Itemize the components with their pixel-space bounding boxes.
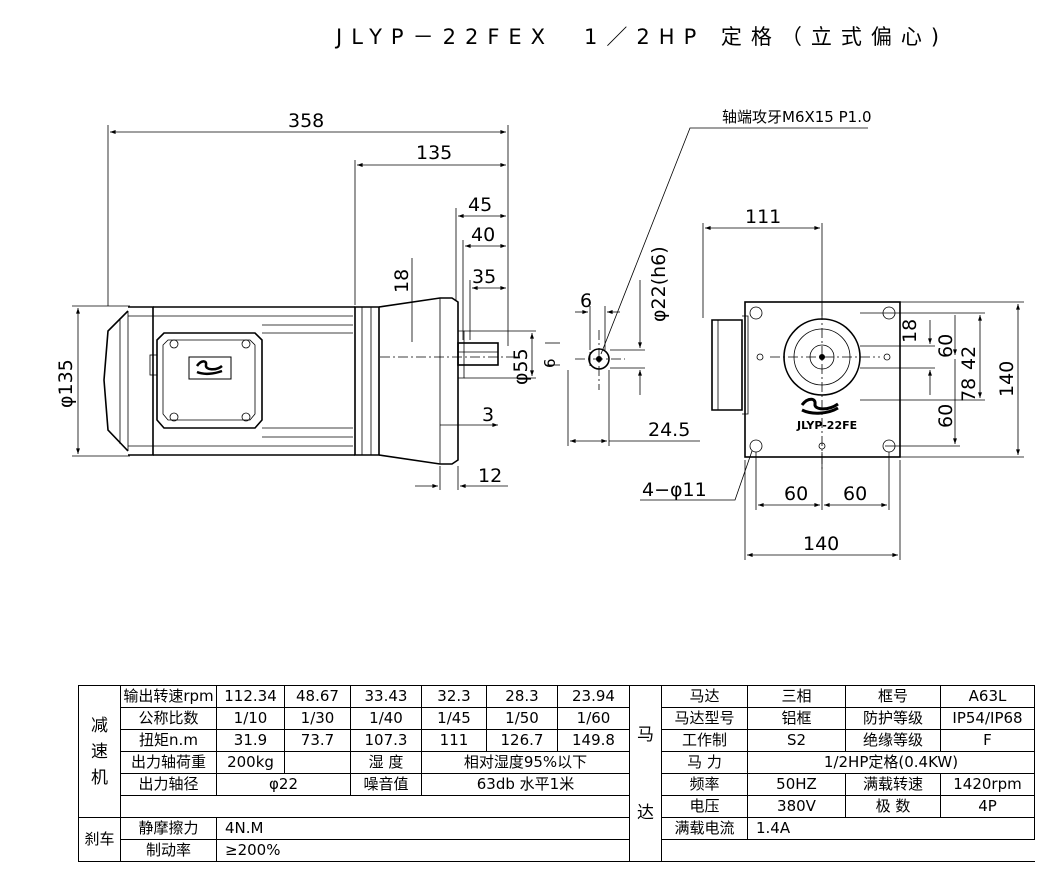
spec-value: 73.7 xyxy=(284,729,351,752)
spec-value: 33.43 xyxy=(350,685,422,708)
dim-135: 135 xyxy=(416,142,452,164)
dim-holes: 4−φ11 xyxy=(642,479,707,501)
spec-label: 制动率 xyxy=(120,839,217,862)
dim-24-5: 24.5 xyxy=(648,419,690,441)
spec-value: 1/45 xyxy=(421,707,487,730)
spec-value: 50HZ xyxy=(747,773,846,796)
spec-label: 输出转速rpm xyxy=(120,685,217,708)
dim-45: 45 xyxy=(468,194,492,216)
spec-value: 1/50 xyxy=(486,707,558,730)
dim-40: 40 xyxy=(471,224,495,246)
spec-value: ≥200% xyxy=(216,839,630,862)
dim-111: 111 xyxy=(745,206,781,228)
dim-3: 3 xyxy=(482,404,494,426)
spec-value: 107.3 xyxy=(350,729,422,752)
spec-value: 4P xyxy=(940,795,1035,818)
spec-value: 149.8 xyxy=(557,729,630,752)
spec-value: 32.3 xyxy=(421,685,487,708)
spec-value: 48.67 xyxy=(284,685,351,708)
brake-group-label: 刹车 xyxy=(78,817,121,862)
side-dimensions: 358 135 45 40 35 18 φ135 φ55 6 3 xyxy=(55,110,560,490)
dim-6-key: 6 xyxy=(580,290,592,312)
spec-value: 1/10 xyxy=(216,707,285,730)
spec-value: 铝框 xyxy=(747,707,846,730)
spec-label: 马 力 xyxy=(661,751,748,774)
spec-label: 满载转速 xyxy=(845,773,941,796)
spec-value: 4N.M xyxy=(216,817,630,840)
spec-label: 出力轴荷重 xyxy=(120,751,217,774)
spec-label: 扭矩n.m xyxy=(120,729,217,752)
dim-140-horizontal: 140 xyxy=(803,533,839,555)
spec-value: 380V xyxy=(747,795,846,818)
spec-label: 满载电流 xyxy=(661,817,748,840)
spec-value: 1/40 xyxy=(350,707,422,730)
spec-label: 出力轴径 xyxy=(120,773,217,796)
spec-value: 相对湿度95%以下 xyxy=(421,751,630,774)
dim-60-lower: 60 xyxy=(935,404,957,428)
dim-60-bottom-left: 60 xyxy=(784,483,808,505)
dim-78: 78 xyxy=(958,378,980,402)
dim-60-bottom-right: 60 xyxy=(843,483,867,505)
spec-value: 111 xyxy=(421,729,487,752)
shaft-end-view: 6 φ22(h6) 24.5 轴端攻牙M6X15 P1.0 xyxy=(567,108,872,446)
spec-label: 马达 xyxy=(661,685,748,708)
dim-140-vertical: 140 xyxy=(996,361,1018,397)
spec-value: 31.9 xyxy=(216,729,285,752)
spec-value: 28.3 xyxy=(486,685,558,708)
spec-label: 频率 xyxy=(661,773,748,796)
spec-value: A63L xyxy=(940,685,1035,708)
dim-60-upper: 60 xyxy=(935,334,957,358)
thread-note: 轴端攻牙M6X15 P1.0 xyxy=(722,108,872,126)
spec-value: F xyxy=(940,729,1035,752)
dim-18-front: 18 xyxy=(899,319,921,343)
spec-value: 1/30 xyxy=(284,707,351,730)
side-view xyxy=(103,297,520,465)
spec-label: 极 数 xyxy=(845,795,941,818)
spec-label: 工作制 xyxy=(661,729,748,752)
spec-value: IP54/IP68 xyxy=(940,707,1035,730)
dim-42: 42 xyxy=(958,346,980,370)
front-view: JLYP-22FE xyxy=(711,301,901,470)
dim-phi55: φ55 xyxy=(510,348,532,385)
dim-6-vertical: 6 xyxy=(541,358,559,368)
dim-358: 358 xyxy=(288,110,324,132)
drawing-title: JLYP－22FEX 1／2HP 定格（立式偏心) xyxy=(334,25,948,49)
spec-label: 公称比数 xyxy=(120,707,217,730)
spec-label: 静摩擦力 xyxy=(120,817,217,840)
nameplate: JLYP-22FE xyxy=(796,419,857,432)
spec-value: 1/2HP定格(0.4KW) xyxy=(747,751,1035,774)
spec-value: 112.34 xyxy=(216,685,285,708)
motor-group-label: 马 达 xyxy=(629,685,662,862)
spec-value: 126.7 xyxy=(486,729,558,752)
spec-value: 63db 水平1米 xyxy=(421,773,630,796)
front-logo-icon xyxy=(800,397,839,415)
spec-value: 1.4A xyxy=(747,817,1035,840)
spec-label: 防护等级 xyxy=(845,707,941,730)
spec-value: 三相 xyxy=(747,685,846,708)
spec-value: 1/60 xyxy=(557,707,630,730)
spec-label: 绝缘等级 xyxy=(845,729,941,752)
dim-phi135: φ135 xyxy=(55,359,77,408)
spec-label: 电压 xyxy=(661,795,748,818)
dim-12: 12 xyxy=(478,465,502,487)
spec-label: 框号 xyxy=(845,685,941,708)
dim-phi22: φ22(h6) xyxy=(648,246,670,322)
brand-logo-icon xyxy=(195,360,223,376)
dim-35: 35 xyxy=(472,266,496,288)
technical-drawing: JLYP－22FEX 1／2HP 定格（立式偏心) xyxy=(55,25,1024,560)
dim-18-side: 18 xyxy=(391,269,413,293)
spec-value: φ22 xyxy=(216,773,351,796)
spec-value: 200kg xyxy=(216,751,285,774)
spec-value: S2 xyxy=(747,729,846,752)
reducer-group-label: 减 速 机 xyxy=(78,685,121,818)
spec-value: 1420rpm xyxy=(940,773,1035,796)
spec-table: 减 速 机 输出转速rpm 112.34 48.67 33.43 32.3 28… xyxy=(78,685,1035,862)
spec-value: 23.94 xyxy=(557,685,630,708)
front-dimensions: 111 140 42 78 60 18 60 60 60 140 xyxy=(640,206,1024,560)
spec-label: 噪音值 xyxy=(350,773,422,796)
spec-label: 湿 度 xyxy=(350,751,422,774)
spec-label: 马达型号 xyxy=(661,707,748,730)
